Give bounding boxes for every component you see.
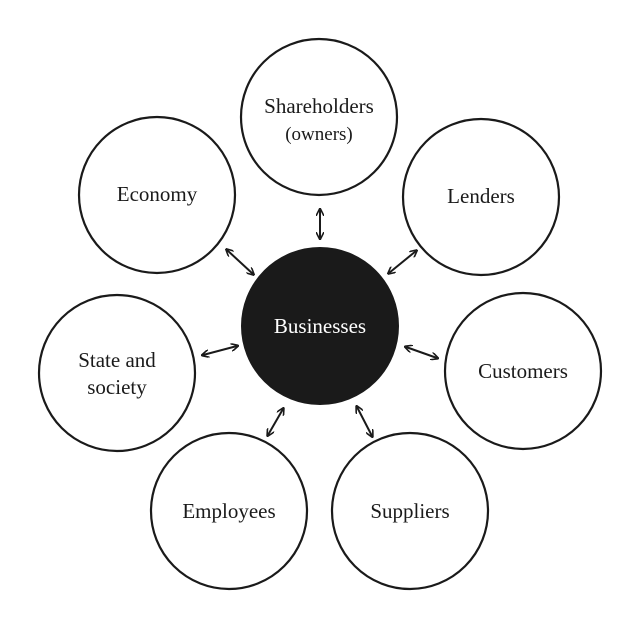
node-economy: Economy (77, 115, 237, 275)
businesses-label: Businesses (274, 314, 366, 338)
arrow-economy (227, 250, 253, 274)
arrow-customers (406, 347, 437, 358)
shareholders-sublabel: (owners) (285, 124, 353, 145)
state-label-line1: State and (78, 348, 156, 372)
state-label-line2: society (87, 375, 147, 399)
arrow-employees (268, 409, 283, 435)
suppliers-label: Suppliers (370, 499, 449, 523)
arrow-suppliers (357, 407, 372, 436)
node-suppliers: Suppliers (330, 431, 490, 591)
node-shareholders: Shareholders (owners) (239, 37, 399, 197)
economy-label: Economy (117, 182, 198, 206)
lenders-label: Lenders (447, 184, 515, 208)
node-customers: Customers (443, 291, 603, 451)
customers-label: Customers (478, 359, 568, 383)
employees-label: Employees (182, 499, 275, 523)
shareholders-label: Shareholders (264, 94, 374, 118)
node-employees: Employees (149, 431, 309, 591)
arrow-lenders (389, 251, 416, 273)
node-businesses: Businesses (241, 247, 399, 405)
node-lenders: Lenders (401, 117, 561, 277)
node-state-society: State and society (37, 293, 197, 453)
arrow-state-society (203, 346, 237, 355)
